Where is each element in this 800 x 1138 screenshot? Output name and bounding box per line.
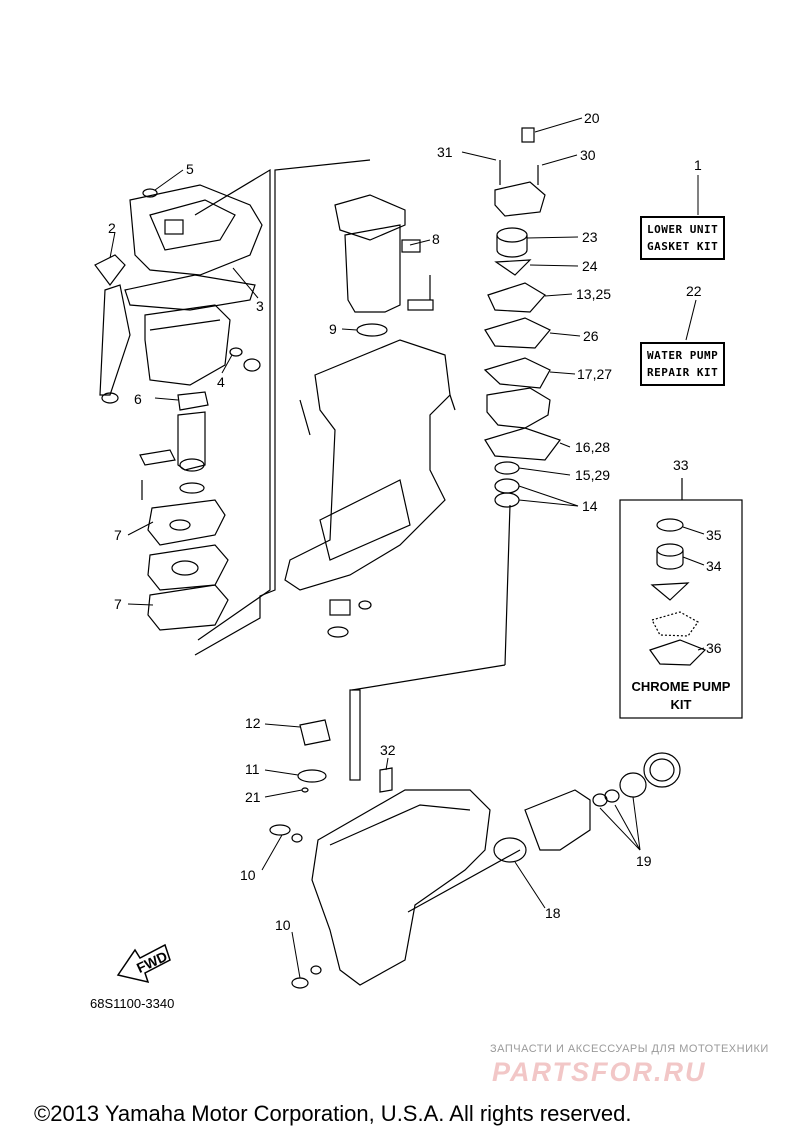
callout-11: 11 [245, 761, 260, 777]
callout-15-29: 15,29 [575, 467, 610, 483]
watermark-tagline: ЗАПЧАСТИ И АКСЕССУАРЫ ДЛЯ МОТОТЕХНИКИ [490, 1043, 769, 1055]
kit-line-1: LOWER UNIT [647, 223, 719, 236]
callout-18: 18 [545, 905, 561, 921]
gear-case-drawing [269, 689, 681, 989]
callout-33: 33 [673, 457, 689, 473]
callout-14: 14 [582, 498, 598, 514]
water-pump-repair-kit-label: WATER PUMP REPAIR KIT [640, 342, 726, 386]
callout-10a: 10 [240, 867, 256, 883]
callout-16-28: 16,28 [575, 439, 610, 455]
copyright-notice: ©2013 Yamaha Motor Corporation, U.S.A. A… [34, 1101, 632, 1126]
fwd-arrow-icon: FWD [116, 943, 171, 984]
leader-lines [109, 117, 705, 979]
callout-19: 19 [636, 853, 652, 869]
callout-20: 20 [584, 110, 600, 126]
callout-1: 1 [694, 157, 702, 173]
water-pump-drawing [351, 127, 561, 691]
fwd-label: FWD [134, 948, 170, 976]
callout-6: 6 [134, 391, 142, 407]
callout-13-25: 13,25 [576, 286, 611, 302]
callout-21: 21 [245, 789, 261, 805]
callout-30: 30 [580, 147, 596, 163]
callout-23: 23 [582, 229, 598, 245]
callout-7b: 7 [114, 596, 122, 612]
diagram-part-number: 68S1100-3340 [90, 996, 175, 1011]
callout-34: 34 [706, 558, 722, 574]
kit-line-2: REPAIR KIT [647, 366, 719, 379]
callout-9: 9 [329, 321, 337, 337]
callout-10b: 10 [275, 917, 291, 933]
callout-2: 2 [108, 220, 116, 236]
kit-line-1: WATER PUMP [647, 349, 719, 362]
callout-22: 22 [686, 283, 702, 299]
callout-17-27: 17,27 [577, 366, 612, 382]
chrome-pump-kit-frame [619, 478, 743, 719]
callout-31: 31 [437, 144, 453, 160]
callout-5: 5 [186, 161, 194, 177]
callout-8: 8 [432, 231, 440, 247]
kit-line-1: CHROME PUMP [631, 679, 731, 694]
chrome-pump-kit-label: CHROME PUMP KIT [622, 678, 740, 714]
watermark-logo: PARTSFOR.RU [492, 1057, 707, 1087]
callout-26: 26 [583, 328, 599, 344]
kit-line-2: GASKET KIT [647, 240, 719, 253]
kit-line-2: KIT [670, 697, 692, 712]
callout-numbers: 5 2 3 4 6 7 7 8 9 20 31 30 23 24 13,25 2… [108, 110, 722, 933]
callout-32: 32 [380, 742, 396, 758]
callout-24: 24 [582, 258, 598, 274]
drive-shaft-housing-drawing [194, 159, 456, 656]
callout-7a: 7 [114, 527, 122, 543]
callout-36: 36 [706, 640, 722, 656]
lower-unit-gasket-kit-label: LOWER UNIT GASKET KIT [640, 216, 726, 260]
callout-12: 12 [245, 715, 261, 731]
callout-3: 3 [256, 298, 264, 314]
callout-4: 4 [217, 374, 225, 390]
callout-35: 35 [706, 527, 722, 543]
upper-casing-drawing [94, 168, 271, 641]
